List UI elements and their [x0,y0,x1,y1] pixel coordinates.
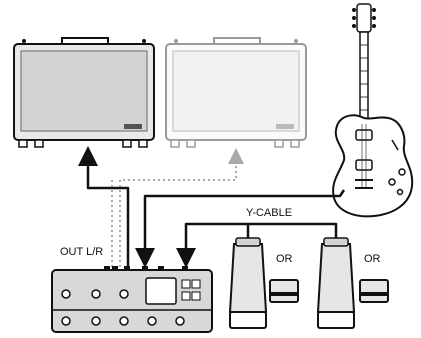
label-or-1: OR [276,253,293,265]
expression-pedal-2 [316,237,356,329]
expression-pedal-1 [228,237,268,329]
amp-alt [165,37,307,148]
footswitch-1 [269,279,299,303]
label-y-cable: Y-CABLE [246,207,292,219]
amp-main [13,37,155,148]
cable-out-alt-amp [119,148,244,272]
cable-y [176,222,250,268]
cable-guitar-in [135,189,346,268]
label-out: OUT L/R [60,246,103,258]
cable-y-branch [248,222,338,238]
footswitch-2 [359,279,389,303]
cable-out-main-amp [78,146,130,272]
floor-processor [51,266,213,333]
guitar [332,3,414,218]
label-or-2: OR [364,253,381,265]
